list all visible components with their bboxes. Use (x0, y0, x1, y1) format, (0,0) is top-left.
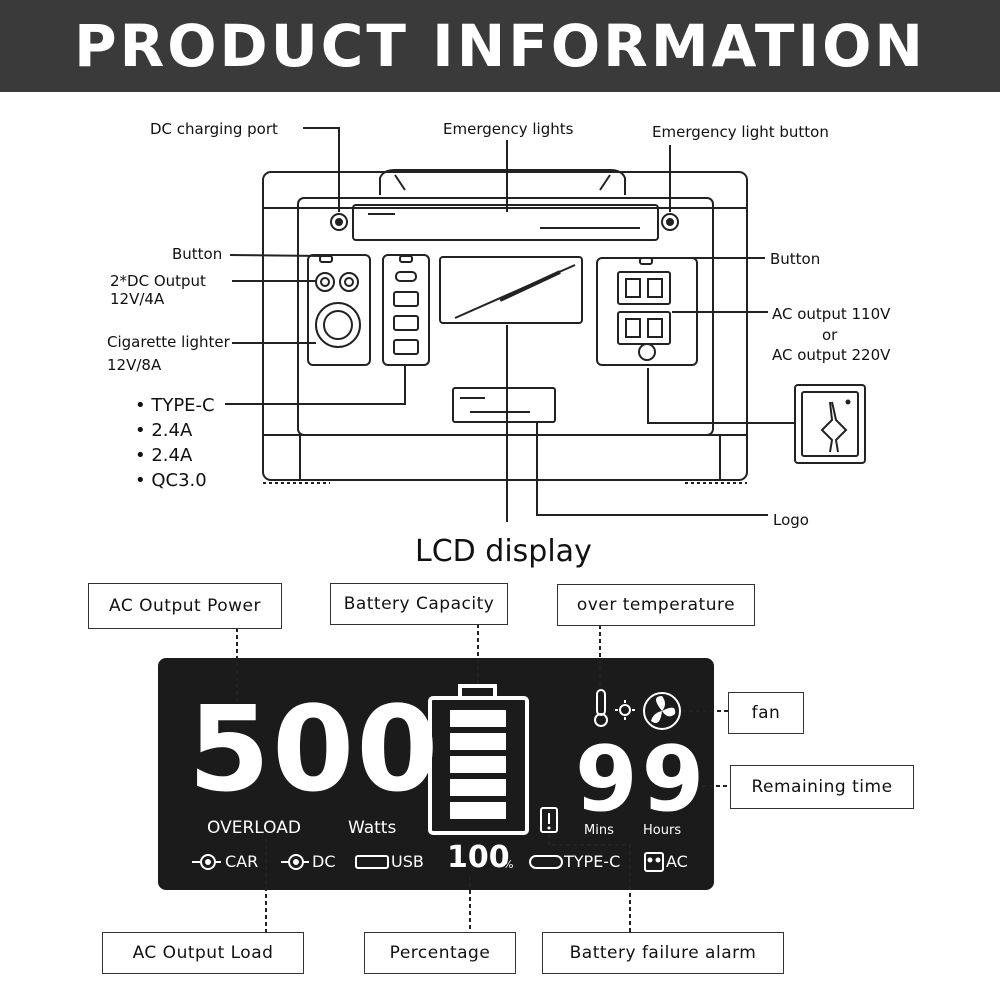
label-cigarette-spec: 12V/8A (107, 356, 162, 374)
label-usb-port-4: • QC3.0 (135, 470, 207, 491)
label-ac-or: or (822, 326, 838, 344)
lcd-ac: AC (666, 852, 688, 871)
callout-battery-failure-alarm: Battery failure alarm (542, 932, 784, 974)
lcd-car: CAR (225, 852, 259, 871)
label-emergency-lights: Emergency lights (443, 120, 574, 138)
label-usb-port-3: • 2.4A (135, 445, 193, 466)
label-ac-output-220: AC output 220V (772, 346, 891, 364)
label-usb-port-1: • TYPE-C (135, 395, 215, 416)
callout-fan: fan (728, 692, 804, 734)
callout-ac-output-power: AC Output Power (88, 583, 282, 629)
device-diagram (225, 127, 866, 522)
lcd-power-value: 500 (188, 680, 441, 818)
callout-ac-output-load: AC Output Load (102, 932, 304, 974)
lcd-percent-value: 100 (447, 840, 510, 875)
lcd-overload: OVERLOAD (207, 818, 301, 838)
callout-over-temperature: over temperature (557, 584, 755, 626)
lcd-time-value: 99 (575, 727, 709, 832)
page-title: PRODUCT INFORMATION (74, 12, 926, 80)
lcd-type-c: TYPE-C (564, 852, 621, 871)
label-button-left: Button (172, 245, 223, 263)
lcd-percent-sign: % (503, 858, 514, 871)
label-lcd-display: LCD display (415, 534, 592, 569)
lcd-diagram (158, 624, 730, 932)
lcd-mins: Mins (584, 823, 614, 838)
label-dc-output: 2*DC Output (110, 272, 206, 290)
label-ac-output-110: AC output 110V (772, 305, 891, 323)
lcd-hours: Hours (643, 823, 682, 838)
header-banner: PRODUCT INFORMATION (0, 0, 1000, 92)
lcd-usb: USB (391, 852, 424, 871)
label-button-right: Button (770, 250, 821, 268)
callout-percentage: Percentage (364, 932, 516, 974)
lcd-watts: Watts (348, 818, 397, 838)
label-cigarette-lighter: Cigarette lighter (107, 333, 230, 351)
callout-battery-capacity: Battery Capacity (330, 583, 508, 625)
label-emergency-light-button: Emergency light button (652, 123, 829, 141)
label-dc-charging-port: DC charging port (150, 120, 278, 138)
label-dc-output-spec: 12V/4A (110, 290, 165, 308)
label-logo: Logo (773, 511, 809, 529)
callout-remaining-time: Remaining time (730, 765, 914, 809)
lcd-dc: DC (312, 852, 336, 871)
battery-bars (450, 710, 506, 819)
label-usb-port-2: • 2.4A (135, 420, 193, 441)
